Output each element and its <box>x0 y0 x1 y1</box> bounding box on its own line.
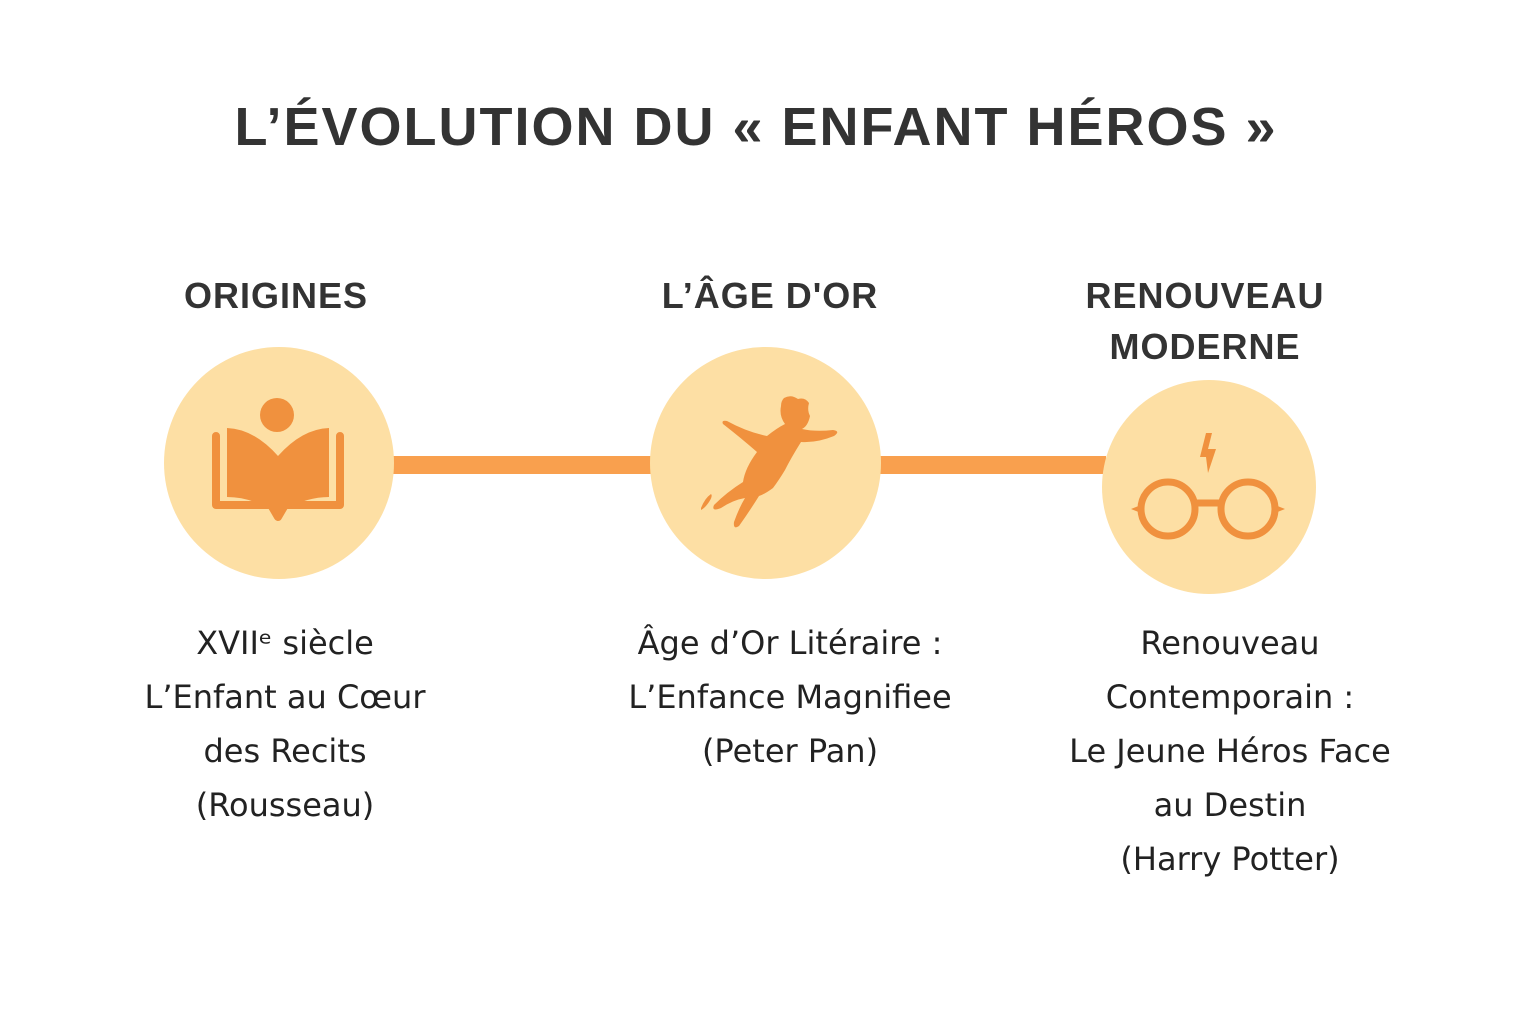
stage-circle-renouveau-moderne <box>1102 380 1316 594</box>
stage-circle-age-dor <box>650 347 881 579</box>
desc-line: Contemporain : <box>1105 678 1355 716</box>
desc-line: Renouveau <box>1140 624 1320 662</box>
desc-line: Le Jeune Héros Face <box>1069 732 1391 770</box>
stage-description-age-dor: Âge d’Or Litéraire : L’Enfance Magnifiee… <box>590 616 990 778</box>
flying-child-icon <box>700 396 837 528</box>
open-book-reader-icon <box>212 398 344 521</box>
heading-line: MODERNE <box>1109 326 1301 367</box>
desc-line: (Rousseau) <box>195 786 375 824</box>
desc-line: Âge d’Or Litéraire : <box>637 624 943 662</box>
desc-line: XVIIᵉ siècle <box>196 624 374 662</box>
desc-line: L’Enfant au Cœur <box>144 678 426 716</box>
stage-heading-origines: ORIGINES <box>183 275 369 316</box>
timeline-connector-2 <box>878 456 1106 474</box>
desc-line: L’Enfance Magnifiee <box>628 678 952 716</box>
stage-description-renouveau-moderne: Renouveau Contemporain : Le Jeune Héros … <box>1030 616 1430 886</box>
stage-heading-age-dor: L’ÂGE D'OR <box>661 275 879 316</box>
desc-line: au Destin <box>1153 786 1307 824</box>
heading-line: RENOUVEAU <box>1085 275 1325 316</box>
timeline-connector-1 <box>392 456 654 474</box>
desc-line: des Recits <box>203 732 367 770</box>
stage-circle-origines <box>164 347 394 579</box>
page-title: L’ÉVOLUTION DU « ENFANT HÉROS » <box>234 97 1278 157</box>
desc-line: (Peter Pan) <box>701 732 879 770</box>
desc-line: (Harry Potter) <box>1120 840 1340 878</box>
stage-heading-renouveau-moderne: RENOUVEAU MODERNE <box>1055 270 1355 372</box>
stage-description-origines: XVIIᵉ siècle L’Enfant au Cœur des Recits… <box>110 616 460 832</box>
glasses-lightning-icon <box>1131 433 1285 540</box>
